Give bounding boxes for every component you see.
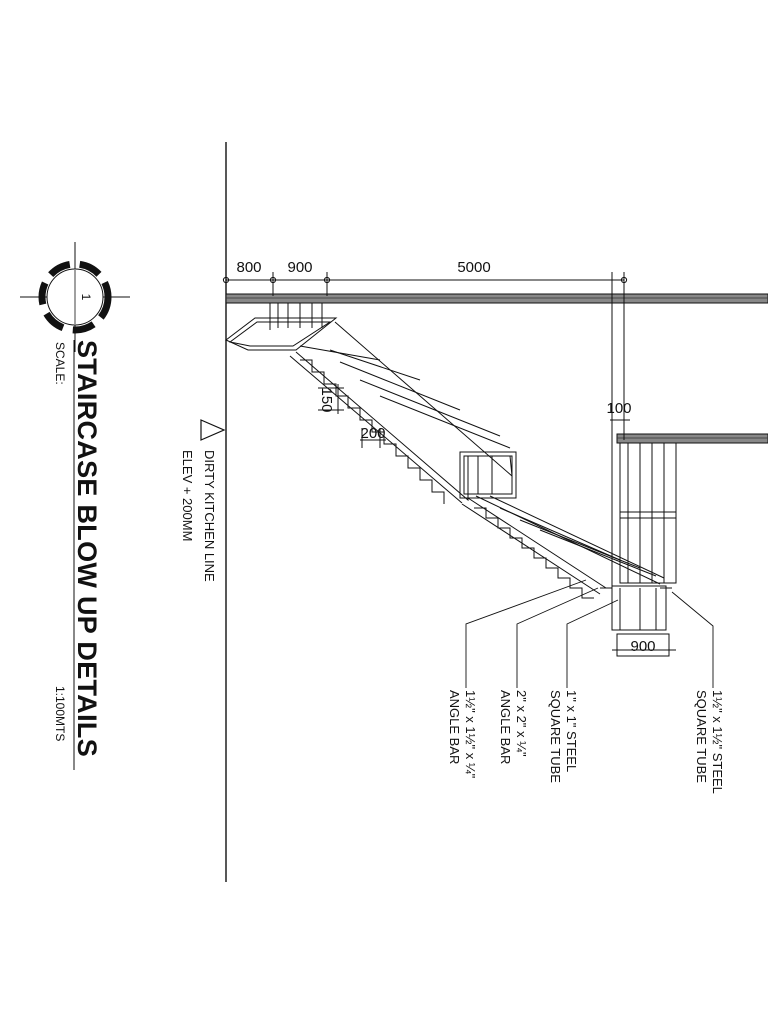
dimension-200: 200 bbox=[360, 425, 385, 442]
callout-4-line-1: 1½" x 1½" STEEL bbox=[710, 690, 725, 794]
dimension-100: 100 bbox=[606, 400, 631, 417]
detail-reference-symbol bbox=[20, 242, 130, 352]
level-line-2: ELEV + 200MM bbox=[180, 450, 195, 541]
dimension-5000: 5000 bbox=[457, 259, 490, 276]
upper-slab bbox=[225, 293, 768, 304]
callout-1-line-1: 1½" x 1½" x ¼" bbox=[463, 690, 478, 779]
landing-dimension bbox=[612, 633, 676, 657]
dimension-150: 150 bbox=[318, 387, 335, 412]
callout-4-line-2: SQUARE TUBE bbox=[694, 690, 709, 783]
gap-dimension bbox=[610, 414, 630, 428]
tread-dimension bbox=[360, 428, 386, 448]
callout-1-line-2: ANGLE BAR bbox=[447, 690, 462, 764]
lower-slab bbox=[616, 433, 768, 444]
callout-3-line-2: SQUARE TUBE bbox=[548, 690, 563, 783]
top-dimension-chain bbox=[222, 272, 628, 600]
upper-flight-stringers bbox=[289, 321, 513, 504]
riser-dimension bbox=[318, 384, 344, 414]
bottom-landing-column bbox=[600, 442, 677, 631]
drawing-title: STAIRCASE BLOW UP DETAILS bbox=[72, 340, 102, 757]
upper-flight-steps bbox=[300, 359, 445, 504]
scale-value: 1:100MTS bbox=[53, 686, 67, 741]
callout-2-line-2: ANGLE BAR bbox=[498, 690, 513, 764]
dimension-900-landing: 900 bbox=[630, 638, 655, 655]
lower-flight-steps bbox=[474, 507, 594, 599]
top-landing bbox=[225, 303, 338, 351]
dimension-800: 800 bbox=[236, 259, 261, 276]
level-marker-icon bbox=[200, 419, 226, 441]
level-line-1: DIRTY KITCHEN LINE bbox=[202, 450, 217, 582]
scale-label: SCALE: bbox=[53, 342, 67, 385]
lower-flight-stringers bbox=[461, 495, 665, 595]
mid-landing bbox=[459, 451, 517, 499]
detail-number: 1 bbox=[79, 294, 93, 301]
dimension-900-top: 900 bbox=[287, 259, 312, 276]
callout-leaders bbox=[465, 579, 714, 688]
callout-3-line-1: 1" x 1" STEEL bbox=[564, 690, 579, 772]
callout-2-line-1: 2" x 2" x ¼" bbox=[514, 690, 529, 757]
